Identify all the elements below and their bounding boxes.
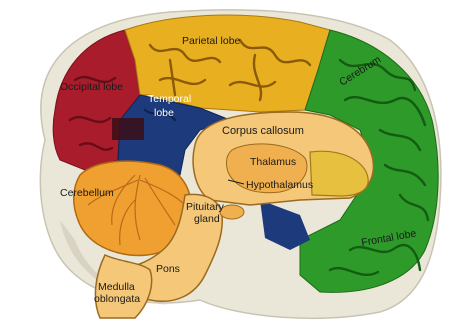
label-cerebellum: Cerebellum [60, 187, 114, 199]
label-parietal-lobe: Parietal lobe [182, 35, 241, 47]
cavity [112, 118, 144, 140]
label-hypothalamus: Hypothalamus [246, 179, 313, 191]
label-pituitary-line1: Pituitary [186, 201, 225, 213]
label-temporal-line2: lobe [154, 107, 174, 119]
label-medulla-line2: oblongata [94, 293, 140, 305]
label-pons: Pons [156, 263, 180, 275]
label-thalamus: Thalamus [250, 156, 296, 168]
label-corpus-callosum: Corpus callosum [222, 125, 304, 137]
label-temporal-line1: Temporal [148, 93, 191, 105]
label-occipital-lobe: Occipital lobe [60, 81, 123, 93]
label-pituitary-line2: gland [194, 213, 220, 225]
label-medulla-line1: Medulla [98, 281, 135, 293]
